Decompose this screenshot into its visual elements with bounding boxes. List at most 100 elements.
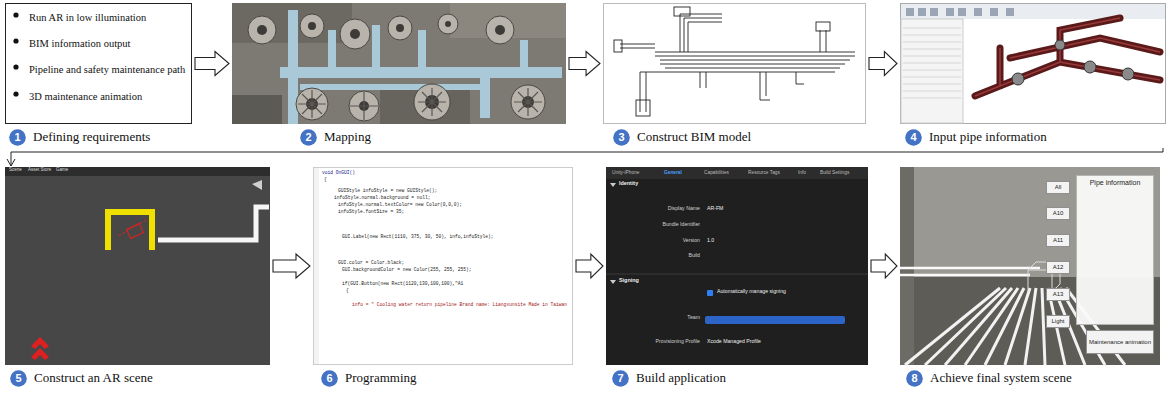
aerial-photo-part [248,14,545,121]
return-line [11,148,1163,166]
requirements-box [6,4,192,124]
aerial-photo-part [280,10,562,124]
revit-screenshot-part [1012,40,1134,85]
aerial-photo-part-part [486,16,514,44]
cad-drawing-part [636,100,650,116]
code-line: GUI.backgroundColor = new Color(255, 255… [342,267,472,272]
circle-fill [300,129,317,146]
ar-scene-photo-part [900,268,1040,275]
revit-screenshot-part-part [1055,40,1065,50]
caption-row: 1 Defining requirements [9,128,150,146]
block-arrow [576,254,603,278]
caption-row: 5 Construct an AR scene [10,369,153,387]
step-number-circle: 5 [10,370,27,387]
code-line: GUI.Label(new Rect(1110, 375, 30, 50), i… [342,234,494,239]
ui-text: Build [688,253,700,259]
cad-drawing-part [674,7,690,16]
flow-arrow [871,254,897,278]
aerial-photo-part-part [438,14,458,34]
ui-text: Game [56,168,68,173]
unity-scene [5,167,270,365]
step-number-circle: 8 [906,370,923,387]
step-number: 2 [300,129,317,146]
aerial-photo-part-part [350,29,360,39]
ui-button: A11 [1046,234,1070,247]
unity-scene-part [108,212,152,250]
revit-screenshot-part [901,19,963,123]
xcode-window-part [707,290,713,296]
code-line: GUIStyle infoStyle = new GUIStyle(); [338,188,437,193]
ui-text: Version [683,238,700,244]
code-line: { [324,177,327,182]
unity-scene-part [252,180,262,190]
aerial-photo-part [298,88,542,120]
caption-row: 3Construct BIM model [613,128,751,146]
aerial-photo-part-part [445,21,451,27]
aerial-photo-part-part [257,25,267,35]
xcode-window [606,167,868,365]
button-label: A13 [1053,291,1064,298]
flow-arrow [869,52,897,76]
circle-fill [9,129,26,146]
info-panel: Pipe information [1076,175,1154,325]
ui-text: Automatically manage signing [717,289,786,295]
ui-text: Display Name [668,206,700,212]
requirements-box-part [13,64,18,69]
step-number-circle: 4 [905,129,922,146]
unity-scene-part [127,224,144,239]
revit-screenshot [901,4,1166,124]
code-line: infoStyle.fontSize = 35; [338,209,404,214]
ui-button: Maintenance animation [1086,330,1154,354]
requirements-box-part [13,12,18,17]
process-step: 6Programming [313,167,573,389]
process-step: 8Achieve final system sceneAllA10A11A12A… [900,167,1160,389]
aerial-photo-part-part [340,19,370,49]
cad-drawing-part [816,22,830,31]
requirement-item: BIM information output [29,37,131,50]
aerial-photo-part [232,3,566,124]
ui-text: Unity-iPhone [612,170,639,175]
aerial-photo-part-part [308,22,316,30]
code-editor-part [314,168,573,365]
ui-text: Provisioning Profile [656,339,700,345]
ui-text: Bundle Identifier [663,222,701,228]
block-arrow [871,254,897,278]
aerial-photo-part [232,95,282,124]
ui-text: Build Settings [820,170,849,175]
arrow-head [7,159,15,166]
ar-scene-photo-part [900,167,1160,365]
code-line: infoStyle.normal.textColor= new Color(0,… [338,202,462,207]
aerial-photo-part-part [396,24,404,32]
revit-screenshot-part [906,8,1014,16]
process-step: 7Build application [606,167,868,389]
cad-drawing [604,4,866,124]
button-label: A12 [1053,264,1064,271]
ui-button: All [1046,181,1070,194]
panel-heading: Pipe information [1077,176,1153,187]
code-editor [314,168,573,365]
step-caption: Defining requirements [33,129,150,145]
xcode-window-part [606,167,868,365]
aerial-photo-part-part [388,16,412,40]
step-caption: Construct an AR scene [34,370,153,386]
aerial-photo-part-part [248,16,276,44]
step-number-circle: 7 [612,370,629,387]
process-step: 3Construct BIM model [603,3,866,148]
ui-button: A13 [1046,288,1070,301]
flow-arrow [195,52,229,76]
revit-screenshot-part [903,28,961,98]
cad-drawing-part [604,4,866,124]
step-number: 1 [9,129,26,146]
step-number: 5 [10,370,27,387]
revit-screenshot-part [901,4,1166,124]
flow-arrow [569,52,600,76]
process-step: 4Input pipe information [900,3,1166,148]
unity-scene-part [5,167,270,365]
caption-row: 4Input pipe information [905,128,1047,146]
step-number: 8 [906,370,923,387]
revit-screenshot-part [901,4,1165,19]
block-arrow [273,254,310,278]
revit-screenshot-part-part [1084,61,1096,73]
